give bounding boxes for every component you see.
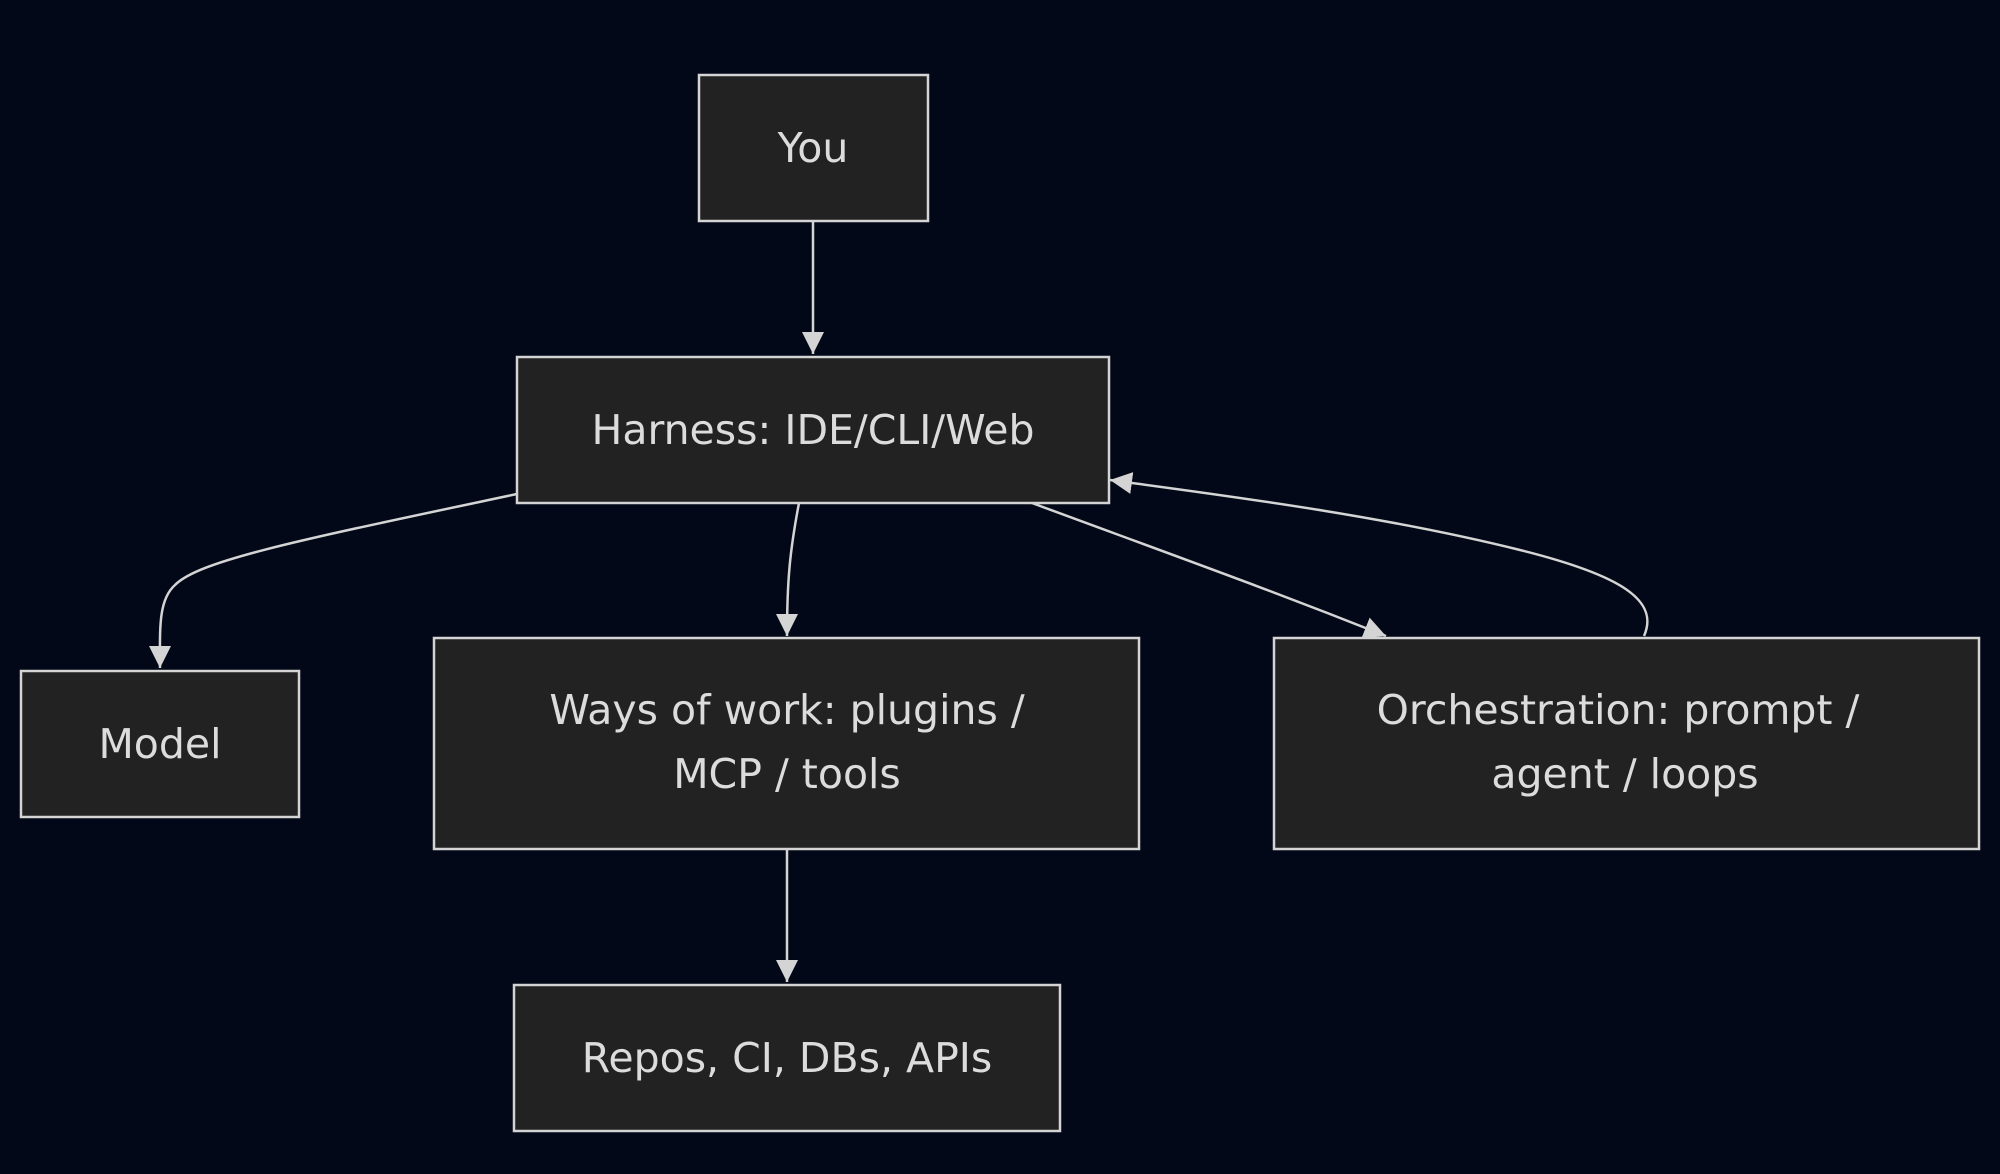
edges: [148, 221, 1649, 982]
node-orchestration-label-line2: agent / loops: [1491, 750, 1758, 798]
node-repos[interactable]: Repos, CI, DBs, APIs: [512, 983, 1062, 1133]
node-orchestration-label-line1: Orchestration: prompt /: [1377, 686, 1860, 734]
node-repos-box: [512, 983, 1062, 1133]
node-repos-label: Repos, CI, DBs, APIs: [582, 1034, 993, 1082]
edge-harness-to-model: [148, 492, 518, 669]
node-ways-of-work[interactable]: Ways of work: plugins / MCP / tools: [432, 636, 1141, 851]
node-model-label: Model: [98, 720, 221, 768]
node-model[interactable]: Model: [19, 669, 301, 819]
node-harness-label: Harness: IDE/CLI/Web: [591, 406, 1034, 454]
node-orchestration[interactable]: Orchestration: prompt / agent / loops: [1272, 636, 1981, 851]
node-ways-of-work-label-line1: Ways of work: plugins /: [549, 686, 1025, 734]
node-you[interactable]: You: [697, 73, 930, 223]
node-you-box: [697, 73, 930, 223]
node-harness[interactable]: Harness: IDE/CLI/Web: [515, 355, 1111, 505]
edge-harness-to-ways: [776, 502, 801, 637]
node-orchestration-box: [1272, 636, 1981, 851]
edge-harness-to-orchestration: [1031, 501, 1387, 639]
node-harness-box: [515, 355, 1111, 505]
node-you-label: You: [777, 124, 849, 172]
node-model-box: [19, 669, 301, 819]
node-ways-of-work-box: [432, 636, 1141, 851]
edge-orchestration-to-harness: [1109, 472, 1649, 637]
node-ways-of-work-label-line2: MCP / tools: [673, 750, 901, 798]
